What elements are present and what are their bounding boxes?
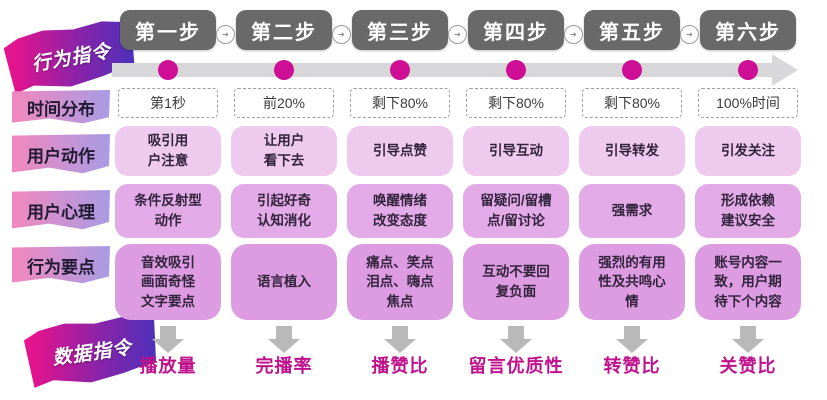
psychology-cell-step3: 唤醒情绪 改变态度 [347, 184, 453, 238]
metric-follow-like-ratio: 关赞比 [719, 356, 777, 376]
timeline-dot [622, 60, 642, 80]
down-arrow-icon [268, 326, 300, 354]
timeline-dot [390, 60, 410, 80]
row-label-user-psychology: 用户心理 [12, 190, 110, 230]
step-connector-arrow-icon: ➔ [216, 25, 235, 44]
psychology-cell-step6: 形成依赖 建议安全 [695, 184, 801, 238]
time-cell-step4: 剩下80% [466, 88, 566, 118]
data-instruction-flag: 数据指令 [22, 311, 161, 391]
action-cell-step1: 吸引用 户注意 [115, 126, 221, 176]
row-label-time-distribution: 时间分布 [12, 90, 110, 124]
action-cell-step3: 引导点赞 [347, 126, 453, 176]
down-arrow-icon [500, 326, 532, 354]
row-label-behavior-keypoints: 行为要点 [12, 246, 110, 284]
step-connector-arrow-icon: ➔ [448, 25, 467, 44]
step-connector-arrow-icon: ➔ [564, 25, 583, 44]
timeline-arrowhead-icon [772, 54, 798, 86]
keypoint-cell-step3: 痛点、笑点 泪点、嗨点 焦点 [347, 244, 453, 320]
metric-comment-quality: 留言优质性 [468, 356, 564, 376]
keypoint-cell-step2: 语言植入 [231, 244, 337, 320]
step-6-header: 第六步 [700, 10, 796, 50]
metric-play-like-ratio: 播赞比 [371, 356, 429, 376]
psychology-cell-step5: 强需求 [579, 184, 685, 238]
keypoint-cell-step4: 互动不要回 复负面 [463, 244, 569, 320]
time-cell-step2: 前20% [234, 88, 334, 118]
metric-share-like-ratio: 转赞比 [603, 356, 661, 376]
timeline-dot [274, 60, 294, 80]
psychology-cell-step4: 留疑问/留槽 点/留讨论 [463, 184, 569, 238]
step-connector-arrow-icon: ➔ [680, 25, 699, 44]
timeline-bar [112, 63, 772, 77]
timeline-dot [158, 60, 178, 80]
time-cell-step6: 100%时间 [698, 88, 798, 118]
timeline-dot [738, 60, 758, 80]
down-arrow-icon [384, 326, 416, 354]
row-label-user-action: 用户动作 [12, 134, 110, 174]
action-cell-step6: 引发关注 [695, 126, 801, 176]
step-connector-arrow-icon: ➔ [332, 25, 351, 44]
psychology-cell-step2: 引起好奇 认知消化 [231, 184, 337, 238]
time-cell-step1: 第1秒 [118, 88, 218, 118]
down-arrow-icon [732, 326, 764, 354]
step-5-header: 第五步 [584, 10, 680, 50]
step-2-header: 第二步 [236, 10, 332, 50]
timeline-dot [506, 60, 526, 80]
down-arrow-icon [152, 326, 184, 354]
metric-completion-rate: 完播率 [255, 356, 313, 376]
down-arrow-icon [616, 326, 648, 354]
keypoint-cell-step6: 账号内容一 致，用户期 待下个内容 [695, 244, 801, 320]
psychology-cell-step1: 条件反射型 动作 [115, 184, 221, 238]
keypoint-cell-step1: 音效吸引 画面奇怪 文字要点 [115, 244, 221, 320]
keypoint-cell-step5: 强烈的有用 性及共鸣心 情 [579, 244, 685, 320]
action-cell-step4: 引导互动 [463, 126, 569, 176]
step-1-header: 第一步 [120, 10, 216, 50]
action-cell-step5: 引导转发 [579, 126, 685, 176]
time-cell-step5: 剩下80% [582, 88, 682, 118]
time-cell-step3: 剩下80% [350, 88, 450, 118]
action-cell-step2: 让用户 看下去 [231, 126, 337, 176]
step-3-header: 第三步 [352, 10, 448, 50]
metric-play-count: 播放量 [139, 356, 197, 376]
step-4-header: 第四步 [468, 10, 564, 50]
